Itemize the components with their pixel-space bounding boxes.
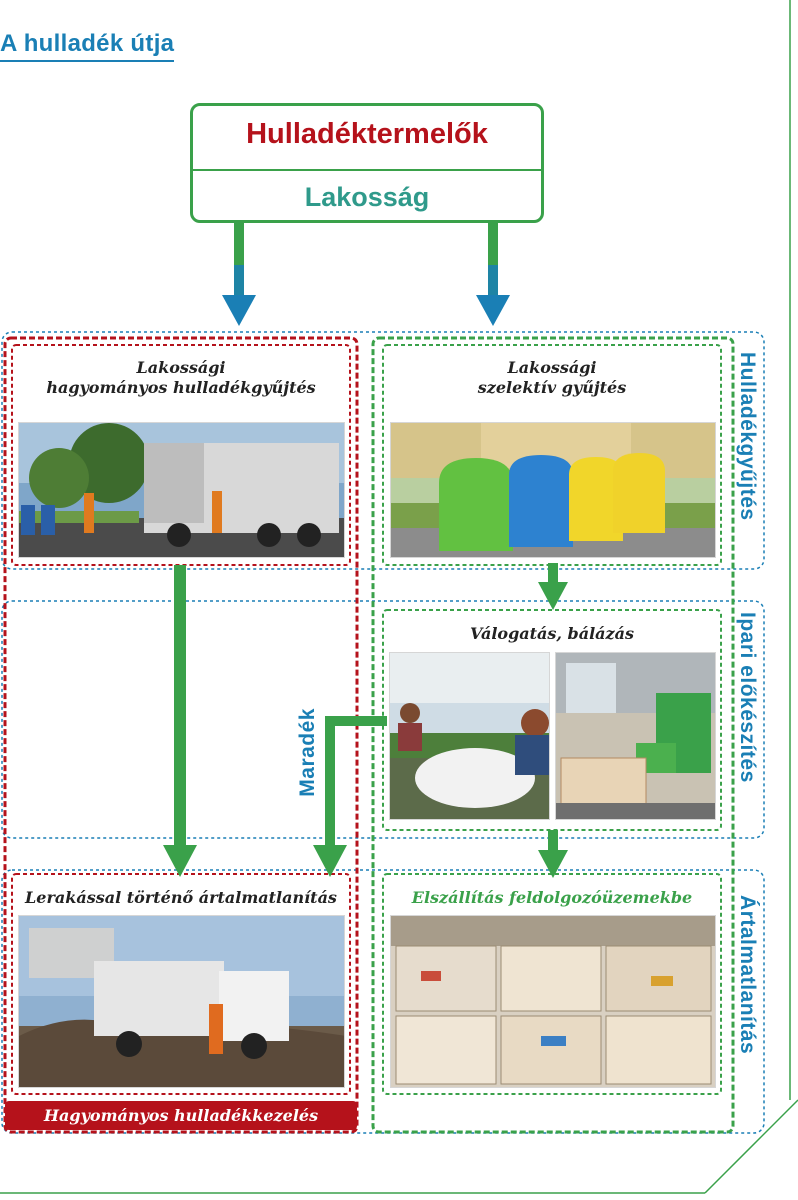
remainder-label: Maradék xyxy=(296,708,319,797)
producers-title: Hulladéktermelők xyxy=(246,118,488,150)
selective-collection-label: Lakossági szelektív gyűjtés xyxy=(383,358,721,398)
landfill-truck-photo xyxy=(18,915,345,1088)
page-title: A hulladék útja xyxy=(0,30,175,62)
population-label: Lakosság xyxy=(304,182,430,212)
arrow-sorting-to-transport xyxy=(538,830,568,878)
sorting-label: Válogatás, bálázás xyxy=(470,624,634,643)
garbage-truck-photo xyxy=(18,422,345,558)
selective-collection-box xyxy=(382,344,722,566)
selective-collection-label-line1: Lakossági xyxy=(507,358,597,377)
traditional-footer: Hagyományos hulladékkezelés xyxy=(5,1101,357,1130)
selective-column-frame xyxy=(371,336,735,1134)
side-label-disposal: Ártalmatlanítás xyxy=(736,895,759,1055)
baling-machine-photo xyxy=(555,652,716,820)
recycling-bins-photo xyxy=(390,422,716,558)
producers-box: Hulladéktermelők Lakosság xyxy=(190,103,544,223)
producers-divider xyxy=(193,169,541,171)
traditional-collection-label: Lakossági hagyományos hulladékgyűjtés xyxy=(12,358,350,398)
paper-bales-photo xyxy=(390,915,716,1088)
traditional-column-frame xyxy=(3,336,359,1134)
arrow-left-top xyxy=(222,223,256,326)
sorting-line-photo xyxy=(389,652,550,820)
stage-band-preprocessing xyxy=(1,600,765,839)
side-label-collection: Hulladékgyűjtés xyxy=(736,352,759,521)
arrow-right-top xyxy=(476,223,510,326)
stage-band-collection xyxy=(1,331,765,570)
arrow-selective-to-sorting xyxy=(538,563,568,610)
landfill-label: Lerakással történő ártalmatlanítás xyxy=(25,888,337,907)
arrow-remainder xyxy=(313,716,387,877)
traditional-collection-label-line1: Lakossági xyxy=(136,358,226,377)
traditional-collection-label-line2: hagyományos hulladékgyűjtés xyxy=(46,378,316,397)
traditional-collection-box xyxy=(11,344,351,566)
arrow-traditional-to-landfill xyxy=(163,565,197,877)
transport-label: Elszállítás feldolgozóüzemekbe xyxy=(411,888,693,907)
stage-band-disposal xyxy=(1,869,765,1134)
side-label-preprocessing: Ipari előkészítés xyxy=(736,612,759,783)
selective-collection-label-line2: szelektív gyűjtés xyxy=(477,378,627,397)
